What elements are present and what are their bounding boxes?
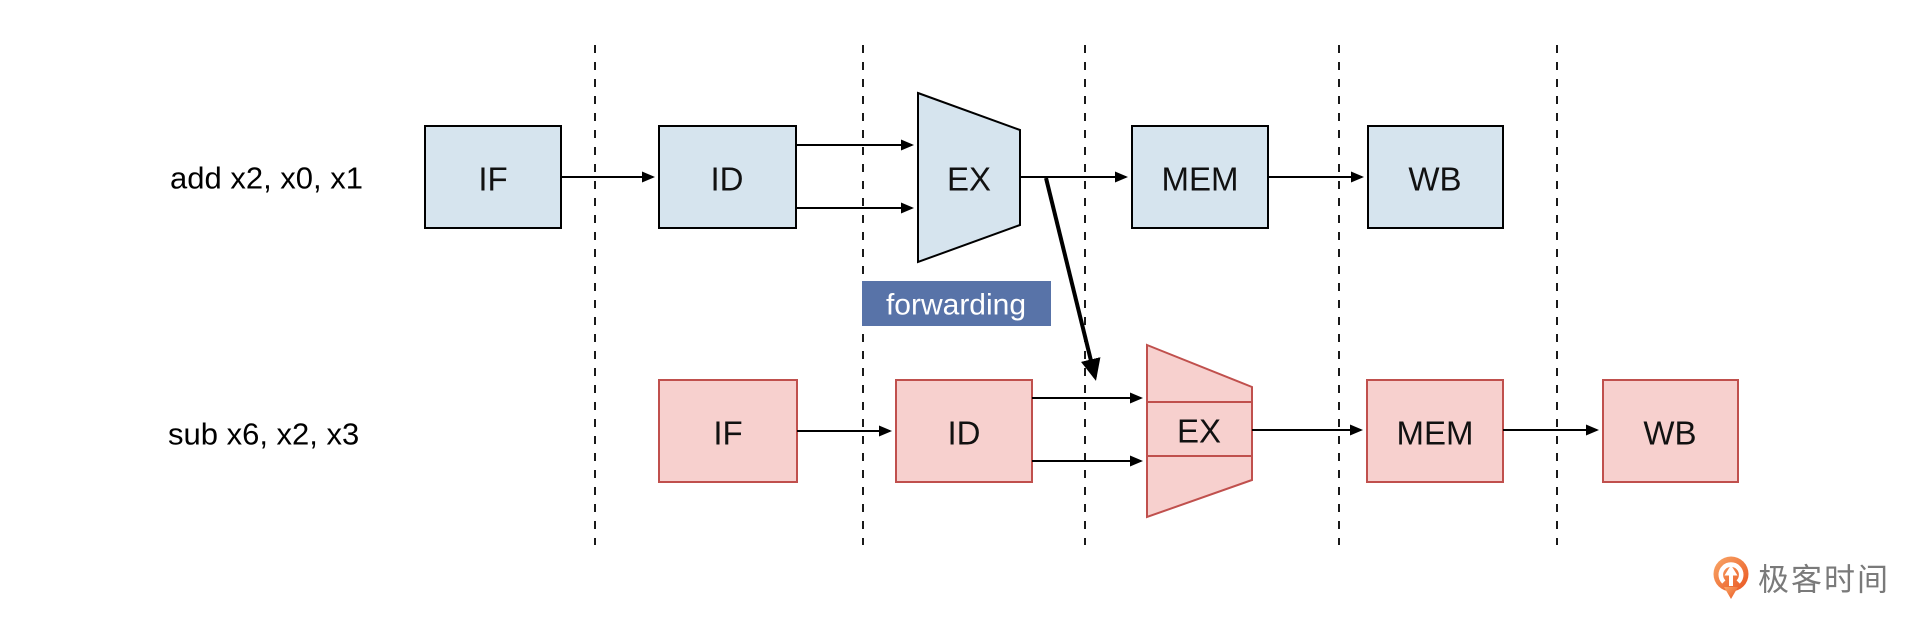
stage-box-mem-sub: MEM (1366, 379, 1504, 483)
stage-box-id-sub: ID (895, 379, 1033, 483)
forwarding-badge: forwarding (862, 281, 1051, 326)
stage-label-wb-add: WB (1408, 161, 1461, 198)
geektime-logo-text: 极客时间 (1758, 563, 1890, 598)
stage-label-mem-add: MEM (1162, 161, 1239, 198)
stage-label-id-add: ID (711, 161, 744, 198)
stage-box-mem-add: MEM (1131, 125, 1269, 229)
geektime-logo-icon (1713, 556, 1749, 599)
stage-box-if-add: IF (424, 125, 562, 229)
forwarding-arrow (1044, 177, 1101, 381)
stage-trapezoid-ex-sub: EX (1146, 343, 1253, 519)
stage-box-wb-sub: WB (1602, 379, 1739, 483)
stage-label-mem-sub: MEM (1397, 415, 1474, 452)
forwarding-badge-label: forwarding (886, 289, 1026, 322)
stage-label-ex-add: EX (947, 161, 991, 198)
stage-label-wb-sub: WB (1643, 415, 1696, 452)
stage-trapezoid-ex-add: EX (917, 91, 1021, 264)
stage-label-id-sub: ID (948, 415, 981, 452)
geektime-logo: 极客时间 (1713, 556, 1890, 599)
stage-box-id-add: ID (658, 125, 797, 229)
stage-label-if-add: IF (478, 161, 507, 198)
instruction-label-add: add x2, x0, x1 (170, 161, 363, 196)
stage-label-ex-sub: EX (1177, 413, 1221, 450)
pipeline-row-add: IF ID EX MEM WB (424, 91, 1504, 264)
instruction-label-sub: sub x6, x2, x3 (168, 417, 359, 452)
stage-label-if-sub: IF (713, 415, 742, 452)
stage-box-if-sub: IF (658, 379, 798, 483)
pipeline-row-sub: IF ID EX MEM WB (658, 343, 1739, 519)
stage-box-wb-add: WB (1367, 125, 1504, 229)
